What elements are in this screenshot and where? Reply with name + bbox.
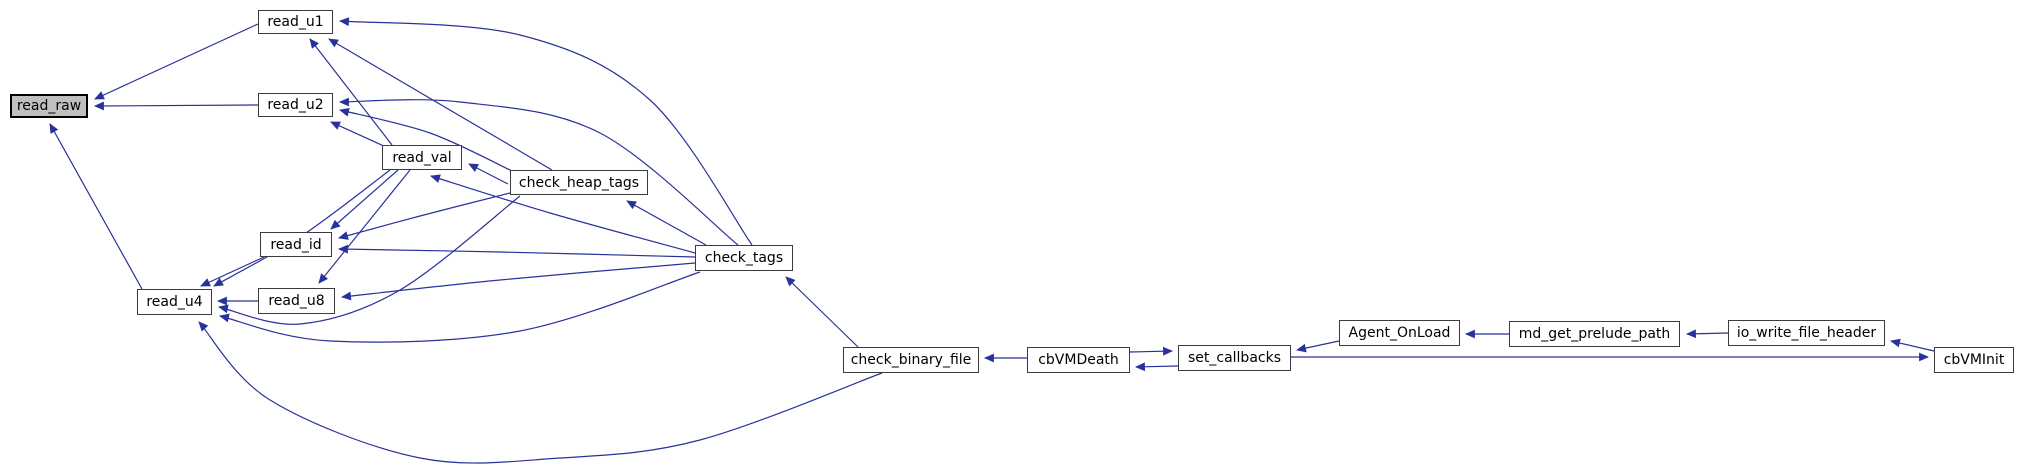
node-label: read_u8 [268, 293, 325, 309]
edge-cbVMDeath-to-set_callbacks [1129, 346, 1173, 356]
edge-read_val-to-read_u1 [309, 38, 393, 146]
edge-cbVMInit-to-io_write_file_header [1890, 338, 1935, 352]
edge-check_tags-to-read_u1 [339, 17, 753, 246]
node-label: read_u2 [267, 97, 324, 113]
edge-set_callbacks-to-cbVMDeath [1135, 362, 1179, 372]
node-label: io_write_file_header [1736, 325, 1877, 341]
edge-check_heap_tags-to-read_u1 [328, 38, 553, 171]
edge-read_val-to-read_u2 [330, 121, 387, 148]
edge-check_tags-to-read_u4 [219, 271, 701, 343]
node-check_tags[interactable]: check_tags [695, 245, 793, 271]
node-label: read_id [270, 236, 322, 253]
node-io_write_file_header[interactable]: io_write_file_header [1728, 320, 1885, 346]
edge-check_heap_tags-to-read_val [468, 163, 509, 185]
node-label: cbVMInit [1943, 352, 2005, 368]
node-set_callbacks[interactable]: set_callbacks [1178, 345, 1291, 371]
edge-io_write_file_header-to-md_get_prelude_path [1686, 329, 1729, 339]
edge-read_u2-to-read_raw [94, 101, 259, 111]
edge-check_binary_file-to-read_u4 [198, 321, 883, 464]
node-label: read_u4 [146, 294, 203, 310]
edge-read_id-to-read_u4 [200, 256, 265, 287]
node-label: read_val [392, 149, 452, 166]
edge-check_tags-to-read_u2 [339, 97, 739, 246]
node-label: read_raw [16, 98, 82, 114]
edge-read_u1-to-read_raw [94, 23, 259, 100]
node-read_id[interactable]: read_id [260, 232, 332, 257]
edge-Agent_OnLoad-to-set_callbacks [1296, 340, 1340, 353]
node-label: cbVMDeath [1038, 352, 1119, 368]
node-read_u1[interactable]: read_u1 [258, 10, 333, 34]
node-label: check_binary_file [850, 352, 972, 368]
node-read_raw[interactable]: read_raw [10, 94, 88, 118]
node-md_get_prelude_path[interactable]: md_get_prelude_path [1509, 321, 1680, 347]
edge-check_heap_tags-to-read_u2 [339, 107, 513, 172]
node-read_u2[interactable]: read_u2 [258, 93, 333, 117]
node-label: check_heap_tags [518, 174, 640, 191]
edge-check_binary_file-to-check_tags [785, 276, 859, 348]
node-label: Agent_OnLoad [1348, 325, 1451, 341]
edge-read_u4-to-read_raw [49, 123, 143, 290]
node-label: set_callbacks [1187, 350, 1282, 366]
edge-check_tags-to-read_u8 [341, 262, 696, 301]
node-read_u4[interactable]: read_u4 [137, 289, 212, 315]
node-label: check_tags [704, 250, 784, 266]
edge-check_tags-to-read_id [338, 244, 696, 258]
edge-check_tags-to-check_heap_tags [626, 200, 707, 246]
node-cbVMInit[interactable]: cbVMInit [1934, 347, 2014, 373]
node-check_binary_file[interactable]: check_binary_file [843, 347, 979, 373]
edge-check_tags-to-read_val [430, 174, 696, 254]
node-read_u8[interactable]: read_u8 [258, 288, 335, 314]
node-Agent_OnLoad[interactable]: Agent_OnLoad [1339, 320, 1460, 346]
edge-read_val-to-read_id [330, 169, 399, 230]
edge-read_val-to-read_u8 [318, 169, 411, 284]
node-read_val[interactable]: read_val [382, 145, 462, 170]
edge-check_heap_tags-to-read_id [338, 192, 511, 240]
node-label: read_u1 [267, 14, 324, 30]
node-check_heap_tags[interactable]: check_heap_tags [510, 170, 648, 195]
node-cbVMDeath[interactable]: cbVMDeath [1027, 347, 1130, 373]
edge-check_heap_tags-to-read_u4 [218, 195, 521, 325]
node-label: md_get_prelude_path [1518, 326, 1671, 342]
